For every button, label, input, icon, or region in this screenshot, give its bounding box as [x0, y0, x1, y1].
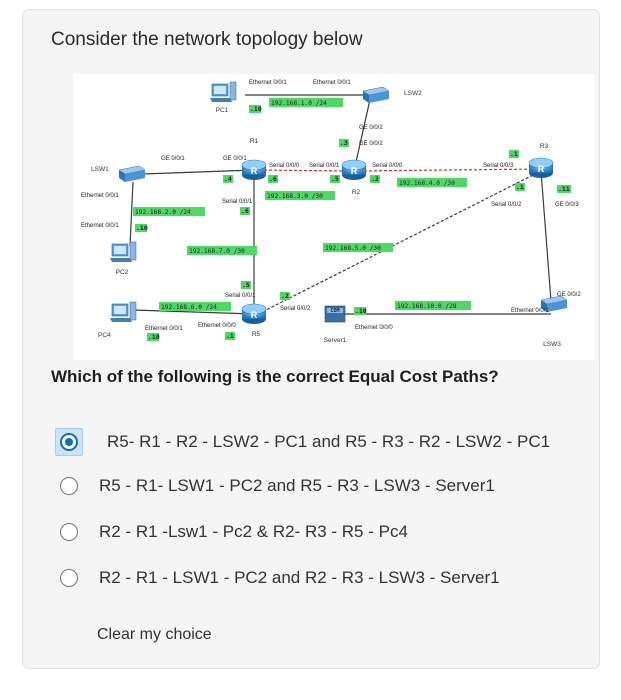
iface-label: Ethernet 0/0/1	[145, 326, 183, 332]
link-lsw1-pc2	[129, 181, 134, 247]
radio-button-selected[interactable]	[60, 433, 78, 451]
link-r3-lsw3	[540, 170, 552, 302]
iface-label: Serial 0/0/1	[225, 293, 256, 299]
net-label: 192.168.4.0 /30	[399, 180, 455, 187]
pc1-label: PC1	[216, 107, 229, 114]
network-topology-diagram: R	[73, 74, 595, 360]
pc2-label: PC2	[116, 269, 129, 276]
iface-label: GE 0/0/1	[161, 156, 185, 162]
server1-label: Server1	[324, 337, 347, 344]
iface-label: GE 0/0/3	[555, 202, 579, 208]
host-id-labels: .10 .10 .10 .10 .4 .6 .6 .3 .5 .2 .1 .1 …	[135, 105, 571, 341]
link-pc4-r5	[132, 309, 255, 315]
answer-option-3[interactable]: R2 - R1 -Lsw1 - Pc2 & R2- R3 - R5 - Pc4	[51, 514, 591, 552]
host-id: .1	[510, 150, 518, 158]
net-label: 192.168.5.0 /30	[325, 245, 381, 252]
radio-button[interactable]	[60, 477, 78, 495]
iface-label: Serial 0/0/1	[309, 163, 340, 169]
question-card: Consider the network topology below R	[22, 9, 600, 669]
network-labels: 192.168.1.0 /24 192.168.2.0 /24 192.168.…	[133, 98, 471, 311]
host-id: .5	[331, 175, 339, 183]
host-id: .6	[241, 207, 249, 215]
host-id: .11	[558, 185, 570, 193]
lsw3-label: LSW3	[543, 341, 561, 348]
host-id: .4	[224, 175, 232, 183]
link-r5-r3	[257, 170, 542, 315]
iface-label: Ethernet 0/0/0	[355, 325, 393, 331]
answer-option-4[interactable]: R2 - R1 - LSW1 - PC2 and R2 - R3 - LSW3 …	[51, 560, 591, 598]
option-label: R5- R1 - R2 - LSW2 - PC1 and R5 - R3 - R…	[107, 432, 551, 451]
host-id: .2	[371, 175, 379, 183]
clear-choice-link[interactable]: Clear my choice	[97, 626, 212, 643]
iface-label: Ethernet 0/0/1	[313, 80, 351, 86]
iface-label: Serial 0/0/2	[280, 306, 311, 312]
host-id: .10	[250, 105, 262, 113]
iface-label: Serial 0/0/1	[222, 199, 253, 205]
question-text: Which of the following is the correct Eq…	[51, 367, 499, 386]
iface-label: GE 0/0/1	[223, 156, 247, 162]
net-label: 192.168.3.0 /30	[267, 193, 323, 200]
r1-label: R1	[250, 138, 259, 145]
radio-button[interactable]	[60, 523, 78, 541]
iface-label: Serial 0/0/3	[483, 163, 514, 169]
iface-label: Ethernet 0/0/0	[198, 323, 236, 329]
net-label: 192.168.10.0 /28	[397, 303, 457, 310]
r2-icon	[341, 159, 367, 181]
option-label: R2 - R1 -Lsw1 - Pc2 & R2- R3 - R5 - Pc4	[99, 522, 408, 541]
iface-label: Ethernet 0/0/1	[81, 193, 119, 199]
server1-icon: COM	[324, 305, 346, 323]
host-id: .2	[281, 292, 289, 300]
option-label: R2 - R1 - LSW1 - PC2 and R2 - R3 - LSW3 …	[99, 568, 500, 587]
r2-label: R2	[352, 189, 361, 196]
host-id: .10	[136, 224, 148, 232]
answer-option-2[interactable]: R5 - R1- LSW1 - PC2 and R5 - R3 - LSW3 -…	[51, 468, 591, 506]
answer-option-1[interactable]: R5- R1 - R2 - LSW2 - PC1 and R5 - R3 - R…	[51, 424, 591, 462]
com-badge: COM	[330, 308, 339, 314]
net-label: 192.168.6.0 /24	[161, 304, 217, 311]
link-lsw1-r1	[142, 169, 255, 175]
host-id: .5	[242, 281, 250, 289]
iface-label: GE 0/0/2	[359, 125, 383, 131]
option-label: R5 - R1- LSW1 - PC2 and R5 - R3 - LSW3 -…	[99, 476, 495, 495]
lsw2-icon	[362, 86, 390, 104]
links	[129, 94, 552, 315]
r3-icon	[528, 157, 554, 179]
iface-label: Ethernet 0/0/1	[249, 80, 287, 86]
radio-highlight	[55, 428, 83, 456]
r3-label: R3	[540, 143, 549, 150]
host-id: .1	[516, 183, 524, 191]
iface-label: Ethernet 0/0/1	[511, 308, 549, 314]
r5-icon	[241, 303, 267, 325]
r1-icon	[241, 159, 267, 181]
host-id: .3	[340, 139, 348, 147]
iface-label: Ethernet 0/0/1	[81, 223, 119, 229]
link-r1-r2	[253, 169, 355, 172]
pc4-icon	[109, 301, 137, 323]
net-label: 192.168.2.0 /24	[135, 209, 191, 216]
iface-label: GE 0/0/2	[557, 292, 581, 298]
iface-label: Serial 0/0/0	[372, 163, 403, 169]
iface-label: Serial 0/0/2	[491, 202, 522, 208]
host-id: .6	[269, 175, 277, 183]
iface-label: GE 0/0/2	[359, 141, 383, 147]
link-lsw2-r2	[353, 94, 372, 172]
host-id: .10	[355, 307, 367, 315]
lsw1-icon	[118, 165, 146, 183]
r5-label: R5	[252, 331, 261, 338]
question-prompt: Consider the network topology below	[51, 29, 363, 50]
pc4-label: PC4	[98, 332, 111, 339]
net-label: 192.168.1.0 /24	[271, 100, 327, 107]
host-id: .1	[226, 332, 234, 340]
lsw2-label: LSW2	[404, 90, 422, 97]
radio-button[interactable]	[60, 569, 78, 587]
iface-label: Serial 0/0/0	[269, 163, 300, 169]
link-r2-r3	[353, 168, 542, 172]
lsw1-label: LSW1	[91, 166, 109, 173]
pc1-icon	[209, 81, 237, 103]
pc2-icon	[109, 241, 137, 263]
host-id: .10	[148, 333, 160, 341]
net-label: 192.168.7.0 /30	[189, 248, 245, 255]
